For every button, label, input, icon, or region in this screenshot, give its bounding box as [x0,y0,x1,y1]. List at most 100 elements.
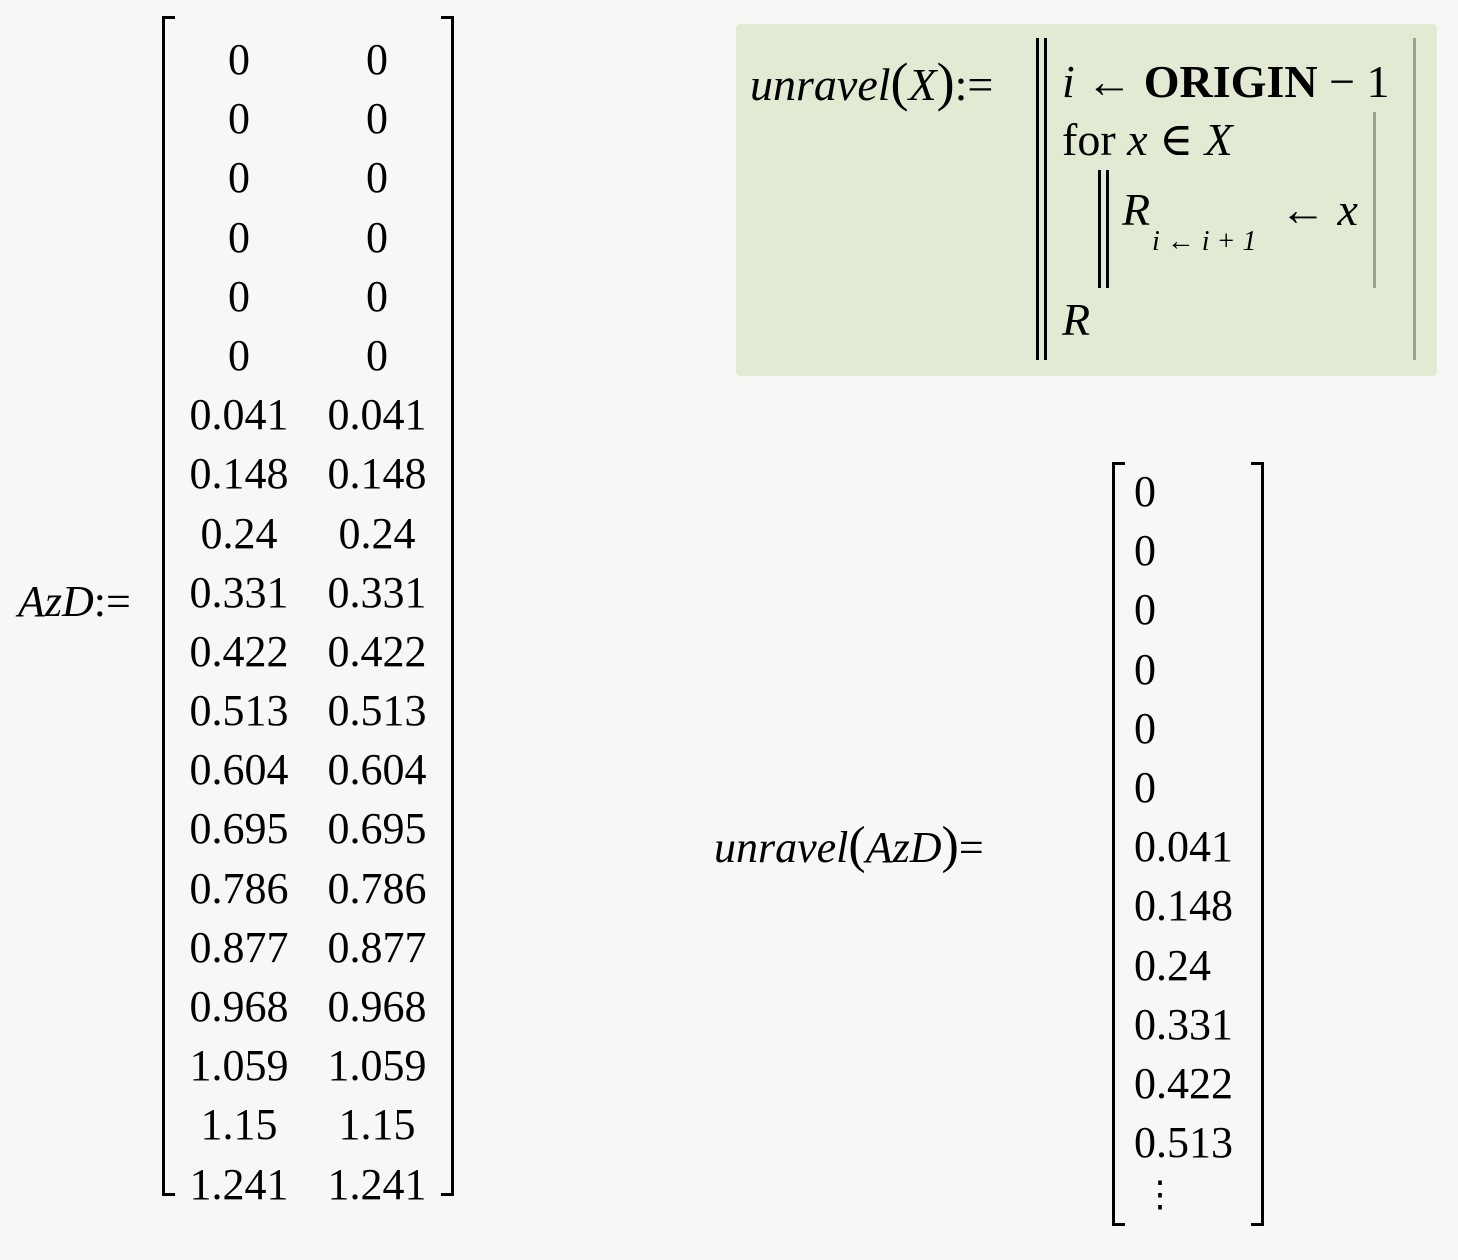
assign-arrow: ← [1280,184,1326,235]
matrix-cell: 0.513 [327,686,427,736]
program-line-3: R [1122,182,1150,238]
matrix-cell: 0.331 [189,567,289,617]
matrix-cell: 0 [228,94,250,144]
function-name: unravel [750,59,891,110]
matrix-cell: 0.331 [327,567,427,617]
result-cell: 0 [1134,762,1156,812]
matrix-cell: 1.059 [327,1041,427,1091]
loop-bar-right [1106,170,1109,288]
matrix-cell: 0.786 [327,863,427,913]
result-cell: 0.422 [1134,1058,1233,1108]
loop-bar-left [1098,170,1101,288]
matrix-cell: 0.041 [327,390,427,440]
matrix-cell: 0 [366,330,388,380]
loop-end-marker [1373,112,1376,288]
truncation-ellipsis-icon[interactable]: ⋮ [1142,1174,1178,1215]
azd-definition-label: AzD:= [18,574,131,630]
result-cell: 0.513 [1134,1118,1233,1168]
matrix-cell: 1.059 [189,1041,289,1091]
close-paren: ) [936,52,955,112]
program-bar-outer-right [1044,38,1047,360]
matrix-cell: 0.695 [327,804,427,854]
element-of-symbol: ∈ [1159,114,1194,165]
define-operator: := [954,59,994,110]
program-line-1: i ← ORIGIN − 1 [1062,54,1390,110]
variable-name: AzD [18,577,94,626]
matrix-cell: 0.422 [327,626,427,676]
result-cell: 0.331 [1134,999,1233,1049]
loop-var: x [1127,114,1148,165]
loop-set: X [1204,114,1233,165]
result-cell: 0.041 [1134,822,1233,872]
matrix-cell: 1.241 [189,1159,289,1209]
result-cell: 0 [1134,526,1156,576]
matrix-cell: 0 [366,35,388,84]
close-paren: ) [941,817,959,874]
open-paren: ( [848,817,866,874]
matrix-cell: 0 [228,330,250,380]
result-cell: 0 [1134,703,1156,753]
matrix-cell: 1.15 [338,1100,416,1150]
function-name: unravel [714,823,849,872]
program-bar-outer-left [1036,38,1039,360]
matrix-cell: 0 [366,212,388,262]
open-paren: ( [890,52,909,112]
matrix-cell: 0.604 [189,745,289,795]
matrix-cell: 0.422 [189,626,289,676]
matrix-cell: 1.15 [200,1100,278,1150]
matrix-cell: 0 [228,153,250,203]
matrix-cell: 0.877 [327,922,427,972]
return-var: R [1062,294,1091,345]
result-var: R [1122,184,1151,235]
result-cell: 0 [1134,467,1156,516]
assign-arrow: ← [1086,56,1133,107]
program-line-4: R [1062,292,1090,348]
result-cell: 0 [1134,585,1156,635]
matrix-cell: 0.148 [327,449,427,499]
matrix-column-0: 0 0 0 0 0 0 0.041 0.148 0.24 0.331 0.422… [178,30,300,1214]
matrix-cell: 0 [228,35,250,84]
right-bracket [441,16,454,1196]
right-bracket [1251,462,1264,1226]
azd-matrix[interactable]: 0 0 0 0 0 0 0.041 0.148 0.24 0.331 0.422… [162,16,454,1209]
origin-keyword: ORIGIN [1143,56,1318,107]
matrix-cell: 0.968 [327,982,427,1031]
matrix-cell: 0.786 [189,863,289,913]
matrix-cell: 0.968 [189,982,289,1031]
matrix-cell: 0 [366,153,388,203]
matrix-column-1: 0 0 0 0 0 0 0.041 0.148 0.24 0.331 0.422… [316,30,438,1214]
loop-value: x [1337,184,1358,235]
program-line-2: for x ∈ X [1062,112,1233,168]
result-cell: 0.24 [1134,940,1211,990]
line1-var: i [1062,56,1075,107]
evaluation-label: unravel(AzD)= [714,818,984,876]
matrix-cell: 0 [228,212,250,262]
matrix-cell: 0.513 [189,686,289,736]
unravel-program-region[interactable]: unravel(X):= i ← ORIGIN − 1 for x ∈ X R … [736,24,1437,376]
matrix-cell: 0 [366,94,388,144]
matrix-cell: 0.877 [189,922,289,972]
program-end-marker [1413,38,1416,360]
function-definition-label: unravel(X):= [750,54,993,113]
matrix-cell: 0.24 [200,508,278,558]
result-matrix[interactable]: 0 0 0 0 0 0 0.041 0.148 0.24 0.331 0.422… [1112,462,1264,1226]
matrix-cell: 0 [366,271,388,321]
left-bracket [1112,462,1125,1226]
line1-rest: − 1 [1329,56,1390,107]
matrix-cell: 0 [228,271,250,321]
matrix-cell: 0.695 [189,804,289,854]
result-cell: 0 [1134,644,1156,694]
matrix-cell: 0.041 [189,390,289,440]
subscript-expression: i ← i + 1 [1152,226,1257,257]
matrix-cell: 0.148 [189,449,289,499]
function-argument: AzD [865,823,942,872]
program-line-3-rhs: ← x [1280,182,1358,238]
result-cell: 0.148 [1134,881,1233,931]
left-bracket [162,16,175,1196]
matrix-cell: 0.24 [338,508,416,558]
for-keyword: for [1062,114,1116,165]
evaluate-operator: = [958,823,984,872]
function-param: X [908,59,937,110]
result-column: 0 0 0 0 0 0 0.041 0.148 0.24 0.331 0.422… [1134,462,1233,1215]
matrix-cell: 1.241 [327,1159,427,1209]
